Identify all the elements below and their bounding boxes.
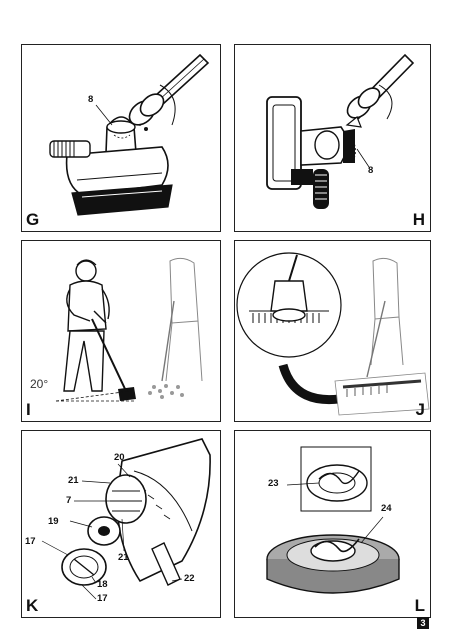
spool-exploded-view-illustration <box>41 438 211 600</box>
panel-h: 8 H <box>234 44 431 232</box>
callout-8: 8 <box>88 94 94 105</box>
callout-8: 8 <box>368 165 374 176</box>
panel-g: 8 G <box>21 44 221 232</box>
panel-j: J <box>234 240 431 422</box>
panel-letter-g: G <box>26 210 40 229</box>
panel-letter-k: K <box>26 596 39 615</box>
panel-k: 20 21 7 19 17 21 22 18 17 K <box>21 430 221 618</box>
panel-l: 23 24 L <box>234 430 431 618</box>
panel-letter-j: J <box>415 400 425 419</box>
panel-letter-l: L <box>414 596 425 615</box>
callout-21-top: 21 <box>68 475 79 486</box>
page-number: 3 <box>417 617 429 629</box>
callout-18: 18 <box>97 579 108 590</box>
callout-24: 24 <box>381 503 392 514</box>
callout-17-left: 17 <box>25 536 36 547</box>
callout-22: 22 <box>184 573 195 584</box>
callout-7: 7 <box>66 495 72 506</box>
cutting-angle-label: 20° <box>30 377 49 391</box>
panel-letter-h: H <box>412 210 425 229</box>
edging-mode-illustration <box>236 252 430 416</box>
callout-21-bottom: 21 <box>118 552 129 563</box>
operator-trimming-posture-illustration <box>55 257 203 402</box>
callout-20: 20 <box>114 452 125 463</box>
trimmer-head-side-view-illustration <box>266 53 415 209</box>
panel-i: 20° I <box>21 240 221 422</box>
panel-letter-i: I <box>26 400 31 419</box>
callout-19: 19 <box>48 516 59 527</box>
trimmer-head-height-adjust-illustration <box>49 53 210 216</box>
callout-17-bottom: 17 <box>97 593 108 604</box>
spool-line-insertion-illustration <box>266 446 400 594</box>
callout-23: 23 <box>268 478 279 489</box>
